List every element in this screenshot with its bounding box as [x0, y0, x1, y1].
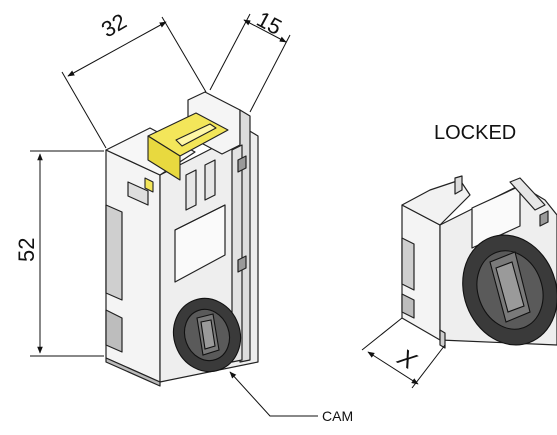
lock-lever-front [147, 135, 181, 181]
x-dim-label: X [392, 343, 421, 375]
x-dim-line [367, 351, 419, 385]
lock-lever [144, 112, 229, 193]
left-module-lower-panel [105, 309, 123, 353]
cam-label: CAM [322, 408, 353, 424]
locked-label: LOCKED [434, 122, 516, 144]
lock-lever-finger [175, 123, 217, 147]
width-dim-line [67, 21, 167, 77]
left-cam [172, 297, 242, 373]
right-module-window [471, 185, 521, 249]
right-module-side-panel [401, 237, 415, 291]
dimension-lines [30, 13, 291, 357]
right-module-top [401, 179, 471, 226]
left-module-side-panel [105, 204, 123, 301]
depth-dim-label: 15 [253, 6, 286, 40]
width-dim-label: 32 [97, 8, 131, 42]
height-dim-label: 52 [14, 238, 39, 262]
depth-dim-line [243, 19, 287, 43]
right-cam [462, 234, 557, 346]
x-dimension [361, 317, 446, 389]
cam-leader [229, 371, 318, 417]
